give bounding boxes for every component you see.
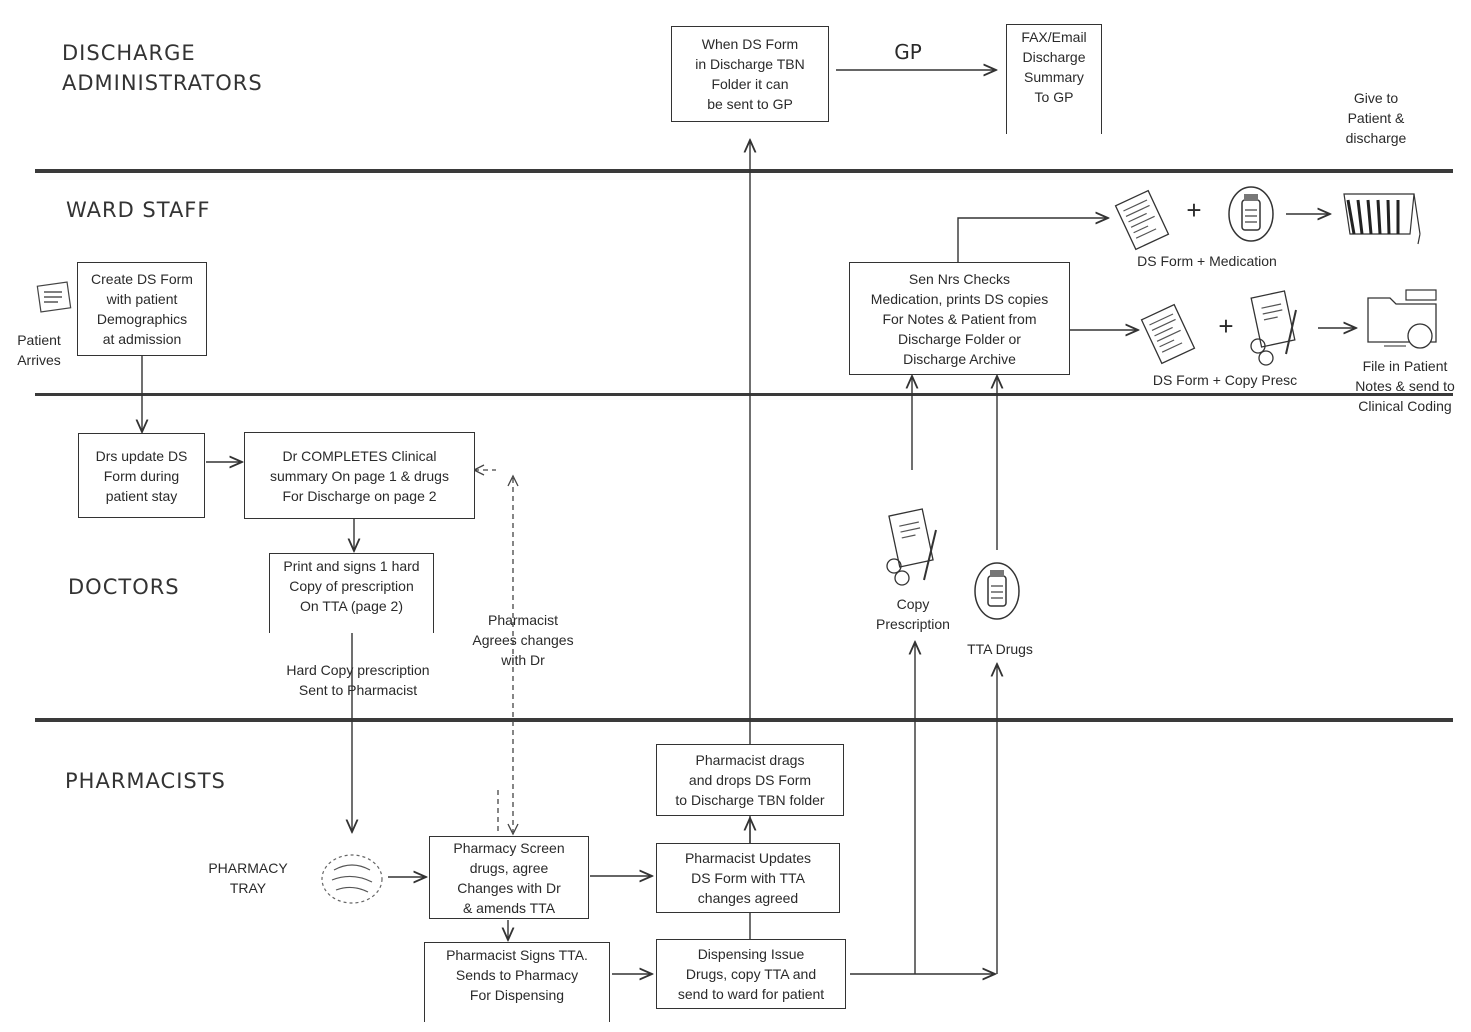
lane-divider-doctors-pharmacists: [35, 718, 1453, 722]
patient-bed-icon: [1343, 193, 1421, 245]
plus-sign-copy-presc: +: [1218, 311, 1234, 341]
ds-form-copy-presc-label: DS Form + Copy Presc: [1152, 372, 1298, 388]
dashed-arrowhead-up: [507, 474, 519, 487]
pharmacy-screen-box: Pharmacy Screen drugs, agree Changes wit…: [429, 836, 589, 919]
gp-label: GP: [894, 40, 922, 64]
medication-bottle-icon: [1228, 186, 1274, 242]
when-ds-form-box: When DS Form in Discharge TBN Folder it …: [671, 26, 829, 122]
hard-copy-label: Hard Copy prescription Sent to Pharmacis…: [286, 662, 430, 698]
print-signs-box: Print and signs 1 hard Copy of prescript…: [269, 553, 434, 633]
lane-divider-admin-ward: [35, 169, 1453, 173]
dashed-arrowhead-down: [507, 823, 519, 836]
pharmacist-drags-box: Pharmacist drags and drops DS Form to Di…: [656, 744, 844, 816]
dr-completes-box: Dr COMPLETES Clinical summary On page 1 …: [244, 432, 475, 519]
ds-form-medication-label: DS Form + Medication: [1137, 253, 1277, 269]
copy-prescription-label: Copy Prescription: [876, 596, 950, 632]
lane-divider-ward-doctors: [35, 393, 1453, 396]
copy-prescription-icon: [886, 508, 937, 586]
file-folder-icon: [1367, 289, 1437, 349]
lane-title-ward: WARD STAFF: [66, 198, 211, 222]
drs-update-box: Drs update DS Form during patient stay: [78, 433, 205, 518]
plus-sign-medication: +: [1186, 195, 1202, 225]
ds-form-copy-icon: [1140, 303, 1196, 365]
patient-arrives-label: Patient Arrives: [17, 332, 61, 368]
tta-drugs-icon: [974, 562, 1020, 620]
lane-title-doctors: DOCTORS: [68, 575, 180, 599]
file-in-notes-label: File in Patient Notes & send to Clinical…: [1355, 358, 1455, 414]
ds-form-icon: [1114, 189, 1170, 251]
tta-drugs-label: TTA Drugs: [967, 641, 1033, 657]
dispensing-box: Dispensing Issue Drugs, copy TTA and sen…: [656, 939, 846, 1009]
patient-form-icon: [36, 281, 72, 313]
lane-title-pharmacists: PHARMACISTS: [65, 769, 226, 793]
fax-email-box: FAX/Email Discharge Summary To GP: [1006, 24, 1102, 134]
lane-title-admin: DISCHARGE ADMINISTRATORS: [62, 41, 263, 95]
sen-nrs-checks-box: Sen Nrs Checks Medication, prints DS cop…: [849, 262, 1070, 375]
give-to-patient-label: Give to Patient & discharge: [1345, 90, 1407, 146]
pharmacist-signs-box: Pharmacist Signs TTA. Sends to Pharmacy …: [424, 942, 610, 1022]
prescription-icon: [1250, 290, 1297, 366]
pharmacy-tray-label: PHARMACY TRAY: [208, 860, 288, 896]
create-ds-form-box: Create DS Form with patient Demographics…: [77, 262, 207, 356]
pharmacy-tray-icon: [321, 854, 383, 904]
arrow-sen-nrs-to-ds-medication: [957, 218, 1108, 262]
pharmacist-agrees-label: Pharmacist Agrees changes with Dr: [472, 612, 574, 668]
pharmacist-updates-box: Pharmacist Updates DS Form with TTA chan…: [656, 843, 840, 913]
